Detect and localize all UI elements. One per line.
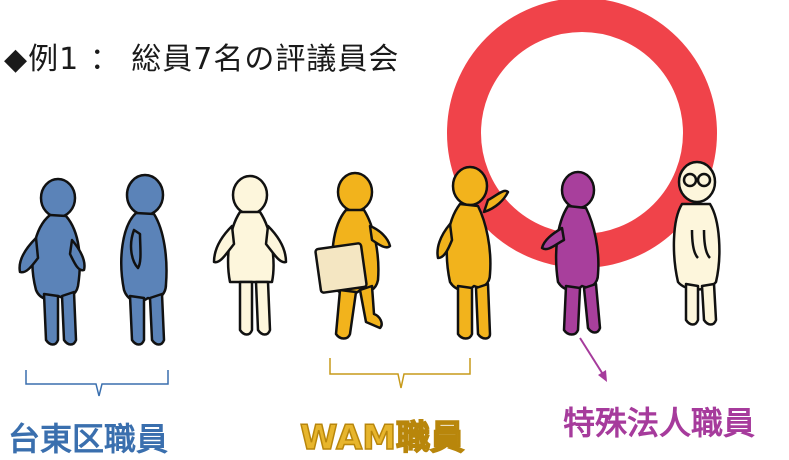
label-taito-staff: 台東区職員	[8, 420, 169, 458]
person-cream-1	[212, 174, 288, 336]
document-sheet	[314, 242, 368, 294]
label-tokushu-staff: 特殊法人職員	[563, 404, 756, 442]
arrow-line	[579, 337, 605, 377]
bracket-wam	[329, 358, 471, 389]
bracket-taito	[25, 370, 169, 397]
label-wam-staff: WAM職員	[299, 417, 465, 459]
person-wam-2	[436, 165, 510, 340]
person-taito-1	[18, 177, 86, 346]
person-cream-2	[672, 160, 721, 326]
diagram-title: ◆例1 ： 総員7名の評議員会	[4, 42, 400, 77]
person-taito-2	[120, 173, 168, 346]
arrow-head	[598, 370, 607, 382]
person-tokushu-1	[540, 170, 602, 336]
